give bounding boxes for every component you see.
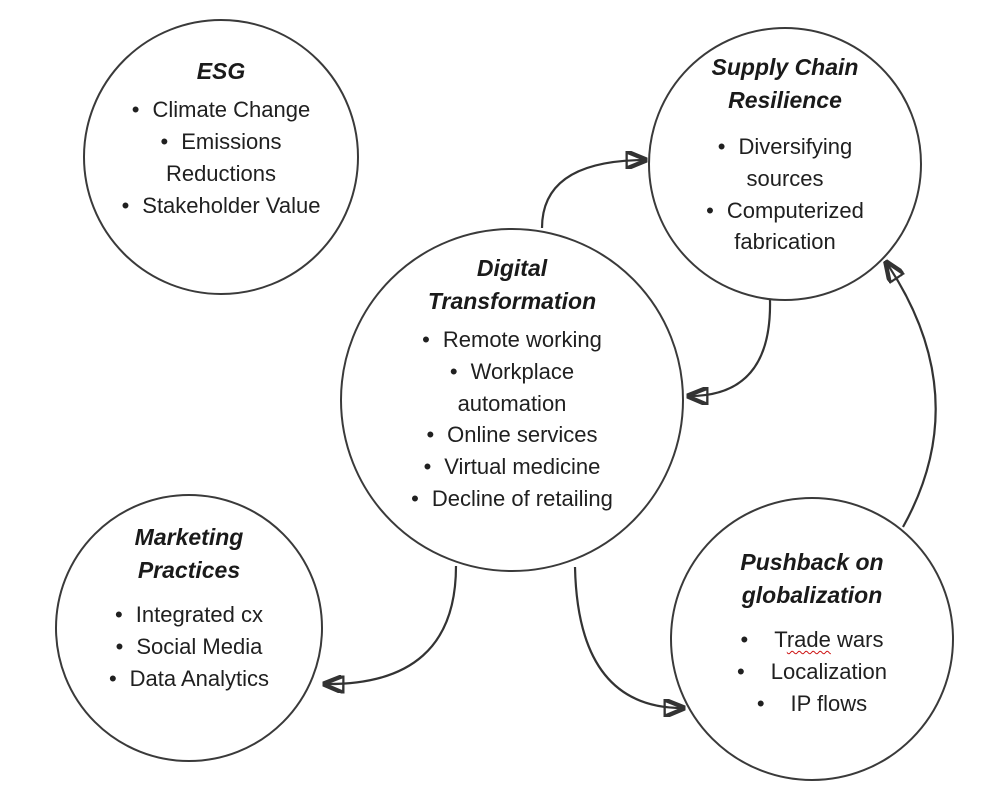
bullet-icon: • bbox=[108, 665, 117, 691]
arrow-digital-to-marketing bbox=[324, 565, 458, 684]
bullet-text: Workplace bbox=[470, 358, 575, 384]
title-line: ESG bbox=[196, 58, 246, 84]
bullet-icon: • bbox=[706, 197, 714, 223]
bullet-text-part: wars bbox=[830, 626, 884, 652]
arrow-digital-to-pushback bbox=[573, 566, 684, 708]
bullet-icon: • bbox=[717, 133, 726, 159]
bullet-icon: • bbox=[121, 192, 130, 218]
bullet-text: Data Analytics bbox=[129, 665, 270, 691]
title-line: Pushback on bbox=[740, 549, 884, 575]
title-line: Digital bbox=[476, 255, 548, 281]
arrow-pushback-to-supply-chain bbox=[886, 262, 937, 528]
bullet-item: • Workplace bbox=[411, 356, 613, 388]
bullet-item: • Virtual medicine bbox=[411, 451, 613, 483]
misspelled-word-underline: rade bbox=[786, 626, 831, 652]
circle-pushback-on-globalization: Pushback on globalization • Trade wars •… bbox=[670, 497, 954, 781]
bullet-item: • Diversifying bbox=[706, 131, 864, 163]
circle-digital-transformation: Digital Transformation • Remote working … bbox=[340, 228, 684, 572]
title-line: Supply Chain bbox=[711, 54, 859, 80]
bullet-text: Stakeholder Value bbox=[142, 192, 321, 218]
arrow-supply-chain-to-digital bbox=[688, 299, 772, 396]
bullet-item-continuation: automation bbox=[411, 388, 613, 420]
title-line: globalization bbox=[741, 581, 883, 608]
bullet-item: • Emissions bbox=[122, 126, 321, 158]
bullet-text: Climate Change bbox=[152, 96, 311, 122]
bullet-icon: • bbox=[423, 454, 432, 480]
bullet-icon: • bbox=[422, 326, 430, 352]
bullet-icon: • bbox=[115, 633, 124, 659]
bullet-text: Computerized bbox=[726, 197, 864, 223]
circle-marketing-practices: Marketing Practices • Integrated cx • So… bbox=[55, 494, 323, 762]
bullet-text: automation bbox=[457, 390, 567, 416]
title-line: Marketing bbox=[134, 524, 244, 550]
bullet-text: sources bbox=[746, 165, 824, 191]
bullet-item: • Decline of retailing bbox=[411, 483, 613, 515]
bullet-text: IP flows bbox=[790, 690, 868, 716]
bullet-text-part: T bbox=[774, 626, 787, 652]
circle-esg-title: ESG bbox=[197, 55, 246, 88]
circle-marketing-practices-items: • Integrated cx • Social Media • Data An… bbox=[109, 599, 269, 695]
bullet-text: Trade wars bbox=[774, 624, 883, 656]
bullet-item-continuation: Reductions bbox=[122, 158, 321, 190]
bullet-icon: • bbox=[115, 601, 123, 627]
bullet-text: fabrication bbox=[734, 229, 836, 255]
bullet-text: Reductions bbox=[165, 160, 277, 186]
circle-supply-chain-resilience: Supply Chain Resilience • Diversifying s… bbox=[648, 27, 922, 301]
bullet-text: Decline of retailing bbox=[431, 486, 613, 512]
circle-pushback-on-globalization-items: • Trade wars • Localization • IP flows bbox=[737, 624, 887, 720]
bullet-icon: • bbox=[756, 690, 765, 716]
bullet-item: • Social Media bbox=[109, 631, 269, 663]
circle-supply-chain-resilience-title: Supply Chain Resilience bbox=[712, 51, 859, 117]
bullet-text: Online services bbox=[447, 422, 598, 448]
circle-supply-chain-resilience-items: • Diversifying sources • Computerized fa… bbox=[706, 131, 864, 259]
bullet-text: Diversifying bbox=[738, 133, 853, 159]
bullet-icon: • bbox=[131, 96, 140, 122]
bullet-icon: • bbox=[449, 358, 458, 384]
circle-pushback-on-globalization-title: Pushback on globalization bbox=[740, 546, 883, 612]
bullet-text: Social Media bbox=[136, 633, 263, 659]
circle-digital-transformation-items: • Remote working • Workplace automation … bbox=[411, 324, 613, 515]
bullet-item: • Computerized bbox=[706, 195, 864, 227]
bullet-text: Integrated cx bbox=[135, 601, 263, 627]
bullet-icon: • bbox=[411, 486, 419, 512]
bullet-text: Remote working bbox=[442, 326, 602, 352]
circle-marketing-practices-title: Marketing Practices bbox=[135, 521, 244, 587]
bullet-icon: • bbox=[740, 626, 749, 652]
bullet-text: Localization bbox=[770, 658, 887, 684]
circle-esg-items: • Climate Change • Emissions Reductions … bbox=[122, 94, 321, 222]
circle-digital-transformation-title: Digital Transformation bbox=[428, 252, 596, 318]
bullet-text: Virtual medicine bbox=[444, 454, 601, 480]
bullet-item: • Localization bbox=[737, 656, 887, 688]
bullet-icon: • bbox=[160, 128, 169, 154]
bullet-item: • Climate Change bbox=[122, 94, 321, 126]
bullet-item: • Data Analytics bbox=[109, 663, 269, 695]
title-line: Practices bbox=[137, 556, 241, 583]
bullet-item: • Remote working bbox=[411, 324, 613, 356]
bullet-icon: • bbox=[737, 658, 745, 684]
bullet-text: Emissions bbox=[181, 128, 282, 154]
bullet-item-continuation: sources bbox=[706, 163, 864, 195]
bullet-item: • Integrated cx bbox=[109, 599, 269, 631]
title-line: Transformation bbox=[427, 287, 597, 314]
circle-esg: ESG • Climate Change • Emissions Reducti… bbox=[83, 19, 359, 295]
bullet-item: • IP flows bbox=[737, 688, 887, 720]
bullet-icon: • bbox=[426, 422, 435, 448]
bullet-item-continuation: fabrication bbox=[706, 226, 864, 258]
arrow-digital-to-supply-chain bbox=[540, 160, 646, 229]
title-line: Resilience bbox=[728, 86, 842, 113]
bullet-item: • Trade wars bbox=[737, 624, 887, 656]
bullet-item: • Stakeholder Value bbox=[122, 190, 321, 222]
bullet-item: • Online services bbox=[411, 419, 613, 451]
